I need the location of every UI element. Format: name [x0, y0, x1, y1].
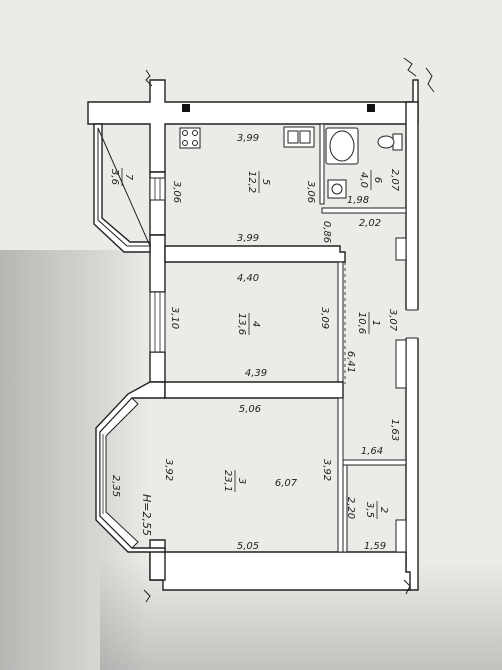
room-1-number: 1 — [370, 320, 381, 326]
shadow-left — [0, 250, 150, 670]
room-2-number: 2 — [378, 507, 389, 513]
room-2-area: 3,5 — [364, 502, 375, 518]
room-5-number: 5 — [260, 179, 271, 185]
room-4-label: 4 13,6 — [236, 313, 261, 335]
kitchen-sink-icon — [283, 126, 315, 148]
room-3-number: 3 — [236, 478, 247, 484]
room-5-label: 5 12,2 — [246, 171, 271, 193]
dim-storage-height: 2,20 — [345, 497, 356, 519]
dim-room3-diagonal: 6,07 — [275, 478, 298, 489]
dimension-labels-vertical: 3,06 3,06 2,07 0,86 3,10 3,09 3,07 6,41 … — [110, 169, 400, 519]
dim-room4-right: 3,09 — [319, 307, 330, 329]
dim-bathroom-height: 2,07 — [389, 169, 400, 192]
vent-shaft-right — [367, 104, 375, 112]
dim-room4-bottom: 4,39 — [245, 368, 267, 379]
dimension-labels-horizontal: 3,99 1,98 2,02 3,99 4,40 4,39 5,06 1,64 … — [237, 133, 386, 552]
window-kitchen — [149, 177, 166, 201]
room-6-number: 6 — [372, 177, 383, 183]
dim-kitchen-left: 3,06 — [171, 181, 182, 203]
bay-window — [95, 381, 166, 553]
wall-break-marks — [143, 57, 435, 603]
dim-kitchen-right: 3,06 — [305, 181, 316, 203]
room-4-area: 13,6 — [236, 313, 247, 335]
room-7-area: 3,6 — [109, 169, 120, 185]
interior-walls — [164, 123, 407, 553]
dim-room4-top: 4,40 — [237, 273, 259, 284]
room-5-area: 12,2 — [246, 171, 257, 193]
room-1-label: 1 10,6 — [356, 312, 381, 334]
dim-kitchen-bottom: 3,99 — [237, 233, 259, 244]
dim-storage-top: 1,64 — [361, 446, 383, 457]
dim-bathroom-width: 1,98 — [347, 195, 369, 206]
room-4-number: 4 — [250, 321, 261, 327]
toilet-icon — [377, 133, 403, 151]
bathtub-icon — [325, 127, 359, 165]
dim-room3-right: 3,92 — [321, 459, 332, 481]
dim-room3-bottom: 5,05 — [237, 541, 259, 552]
room-6-label: 6 4,0 — [358, 170, 383, 190]
room-6-area: 4,0 — [358, 172, 369, 188]
washbasin-icon — [327, 179, 347, 199]
dim-room3-top: 5,06 — [239, 404, 261, 415]
room-1-area: 10,6 — [356, 312, 367, 334]
window-room-4 — [149, 291, 166, 353]
dim-storage-bottom: 1,59 — [364, 541, 386, 552]
vent-shaft-left — [182, 104, 190, 112]
dim-hall-width: 3,07 — [387, 309, 398, 332]
room-3-area: 23,1 — [222, 470, 233, 492]
dim-corridor: 0,86 — [321, 221, 332, 243]
dim-kitchen-width: 3,99 — [237, 133, 259, 144]
dim-bay-window: 2,35 — [110, 475, 121, 497]
room-2-label: 2 3,5 — [364, 501, 389, 519]
dim-hall-top: 2,02 — [359, 218, 381, 229]
room-7-number: 7 — [123, 174, 134, 181]
entrance-door — [400, 309, 424, 339]
room-7-label: 7 3,6 — [109, 168, 134, 186]
room-3-label: 3 23,1 — [222, 470, 247, 492]
dim-room4-left: 3,10 — [169, 307, 180, 329]
balcony — [93, 123, 151, 253]
ceiling-height-label: H=2,55 — [140, 494, 153, 536]
stove-icon — [179, 127, 201, 149]
dim-room3-left: 3,92 — [163, 459, 174, 481]
dim-hall-lower: 1,63 — [389, 419, 400, 441]
dim-hall-length: 6,41 — [345, 351, 356, 373]
